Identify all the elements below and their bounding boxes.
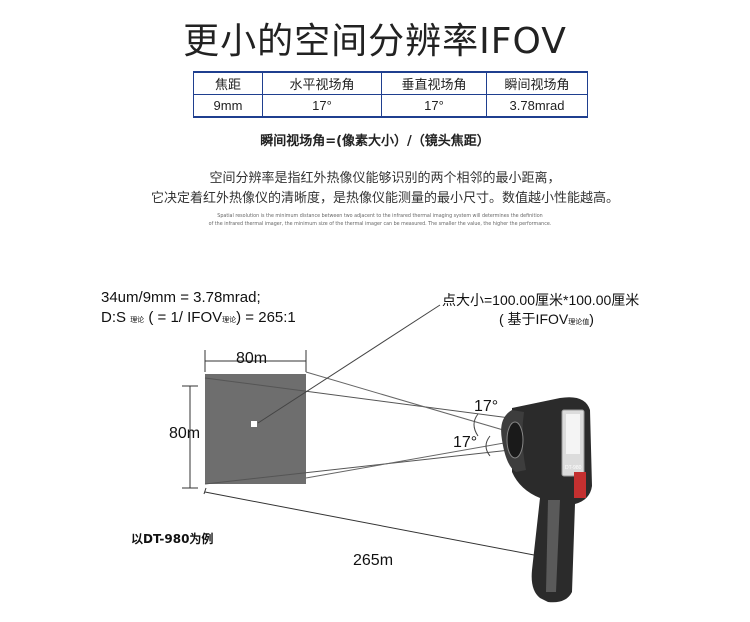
measurement-spot <box>251 421 257 427</box>
angle-arc-top <box>473 413 479 437</box>
width-label: 80m <box>236 350 268 367</box>
distance-tick <box>203 487 207 495</box>
description-en-line-1: Spatial resolution is the minimum distan… <box>217 214 543 219</box>
device-lens <box>506 421 524 459</box>
ifov-formula: 瞬间视场角=(像素大小）/（镜头焦距） <box>260 134 490 149</box>
angle-vertical-label: 17° <box>453 434 478 451</box>
target-area <box>205 374 306 484</box>
spot-leader-line <box>257 304 441 424</box>
distance-line <box>204 491 561 561</box>
distance-label: 265m <box>353 552 394 569</box>
ds-mid: ( = 1/ IFOV <box>148 309 223 326</box>
spec-value-hfov: 17° <box>262 94 382 118</box>
description-en-line-2: of the infrared thermal imager, the mini… <box>208 222 552 227</box>
description-line-2: 它决定着红外热像仪的清晰度，是热像仪能测量的最小尺寸。数值越小性能越高。 <box>150 191 619 206</box>
thermal-imager-icon <box>501 397 592 603</box>
spec-value-focal: 9mm <box>193 94 263 118</box>
fov-ray-top <box>204 377 511 419</box>
spec-header-ifov: 瞬间视场角 <box>486 71 588 95</box>
spec-value-ifov: 3.78mrad <box>486 94 588 118</box>
spec-table-value-row: 9mm 17° 17° 3.78mrad <box>193 94 588 118</box>
ifov-calculation: 34um/9mm = 3.78mrad; <box>101 289 261 306</box>
spot-prefix: ( 基于IFOV <box>499 311 569 327</box>
ds-sub-1: 理论 <box>130 317 145 324</box>
fov-ray-horizontal-bottom <box>305 441 511 479</box>
spot-sub: 理论值 <box>568 319 590 326</box>
spot-suffix: ) <box>589 311 594 327</box>
ds-suffix: ) = 265:1 <box>236 309 296 326</box>
page-title: 更小的空间分辨率IFOV <box>183 21 567 62</box>
description-line-1: 空间分辨率是指红外热像仪能够识别的两个相邻的最小距离， <box>209 171 561 186</box>
ds-ratio: D:S 理论 ( = 1/ IFOV理论) = 265:1 <box>101 309 296 326</box>
angle-arc-bottom <box>485 435 491 457</box>
ds-prefix: D:S <box>101 309 127 326</box>
ds-sub-2: 理论 <box>222 317 237 324</box>
spot-size-label: 点大小=100.00厘米*100.00厘米 <box>442 292 640 308</box>
device-grip-highlight <box>546 500 560 592</box>
height-label: 80m <box>169 425 201 442</box>
device-display-area <box>566 414 580 454</box>
example-caption: 以DT-980为例 <box>131 532 214 546</box>
spec-table-header-row: 焦距 水平视场角 垂直视场角 瞬间视场角 <box>193 71 588 95</box>
fov-ray-horizontal-top <box>305 371 511 433</box>
angle-horizontal-label: 17° <box>474 398 499 415</box>
spec-table: 焦距 水平视场角 垂直视场角 瞬间视场角 9mm 17° 17° 3.78mra… <box>193 71 588 118</box>
spec-value-vfov: 17° <box>381 94 487 118</box>
description-en: Spatial resolution is the minimum distan… <box>0 213 750 229</box>
spot-size-basis: ( 基于IFOV理论值) <box>499 309 594 329</box>
device-accent <box>574 472 586 498</box>
device-model-label: DT-980 <box>565 465 582 471</box>
description-zh: 空间分辨率是指红外热像仪能够识别的两个相邻的最小距离， 它决定着红外热像仪的清晰… <box>0 169 750 209</box>
fov-ray-bottom <box>204 449 511 485</box>
